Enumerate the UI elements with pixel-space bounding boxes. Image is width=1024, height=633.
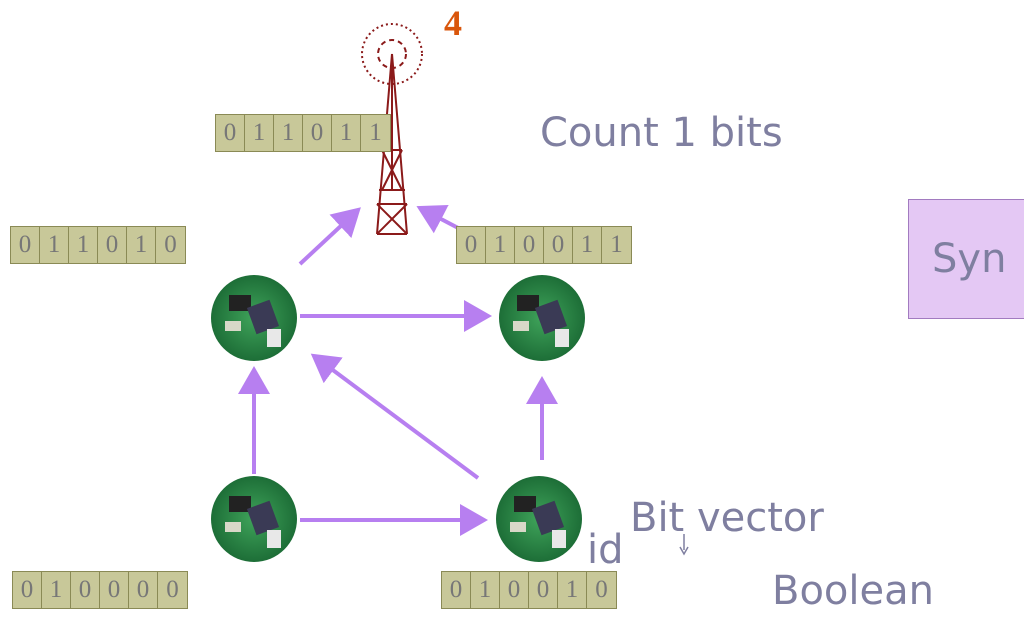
sensor-node-bottom-right [496,476,582,562]
bit-cell: 1 [558,572,587,608]
bit-cell: 0 [166,576,179,603]
bit-cell: 1 [471,572,500,608]
bit-cell: 0 [544,227,573,263]
bit-cell: 0 [500,572,529,608]
tower-icon [361,23,423,235]
bit-cell: 0 [129,572,158,608]
bit-cell: 0 [515,227,544,263]
bit-cell: 0 [100,572,129,608]
bit-cell: 0 [11,227,40,263]
arrow-down-icon [679,534,689,556]
bit-cell: 1 [69,227,98,263]
bit-cell: 1 [245,115,274,151]
arrows [238,204,558,536]
bit-cell: 0 [216,115,245,151]
bit-cell: 1 [127,227,156,263]
bit-cell: 1 [332,115,361,151]
sensor-node-bottom-left [211,476,297,562]
boolean-label: Boolean [772,568,934,614]
bit-cell: 1 [573,227,602,263]
bit-cell: 1 [42,572,71,608]
bit-cell: 0 [595,576,608,603]
bit-cell: 0 [457,227,486,263]
arrow-topleft-to-tower [298,207,361,266]
bit-vector-top-left: 0 1 1 0 1 0 [10,226,186,264]
sync-box [908,199,1024,319]
bit-cell: 0 [13,572,42,608]
bit-vector-tower: 0 1 1 0 1 1 [215,114,391,152]
arrow-bottomright-to-topleft [310,353,480,480]
bit-vector-label: Bit vector [630,495,824,541]
bit-cell: 0 [164,231,177,258]
bit-cell: 1 [274,115,303,151]
bit-cell: 0 [71,572,100,608]
bit-cell: 1 [610,231,623,258]
bit-vector-top-right: 0 1 0 0 1 1 [456,226,632,264]
bit-vector-bottom-left: 0 1 0 0 0 0 [12,571,188,609]
bit-cell: 0 [442,572,471,608]
arrow-topright-to-tower [416,204,463,234]
sensor-node-top-right [499,275,585,361]
step-number: 4 [444,3,462,43]
sync-label: Syn [932,236,1007,282]
bit-cell: 1 [369,119,382,146]
sensor-node-top-left [211,275,297,361]
bit-cell: 0 [98,227,127,263]
bit-cell: 0 [529,572,558,608]
id-label: id [587,527,624,573]
bit-cell: 0 [303,115,332,151]
bit-cell: 1 [40,227,69,263]
bit-cell: 1 [486,227,515,263]
count-label: Count 1 bits [540,110,783,156]
bit-vector-bottom-right: 0 1 0 0 1 0 [441,571,617,609]
